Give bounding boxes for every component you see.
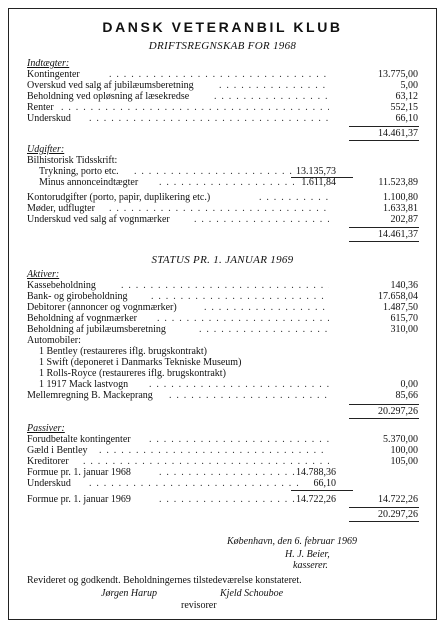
indtaegt-row: Renter . . . . . . . . . . . . . . . . .… <box>27 102 418 113</box>
aktiv-row: Beholdning af vognmærker . . . . . . . .… <box>27 313 418 324</box>
indtaegt-row: Beholdning ved opløsning af læsekredse .… <box>27 91 418 102</box>
auditor-name: Jørgen Harup <box>101 588 158 599</box>
club-title: DANSK VETERANBIL KLUB <box>102 19 343 35</box>
aktiv-row: Beholdning af jubilæumsberetning . . . .… <box>27 324 418 335</box>
passiv-row: Formue pr. 1. januar 1969 . . . . . . . … <box>27 494 418 505</box>
udgift-row: Underskud ved salg af vognmærker . . . .… <box>27 214 418 225</box>
rule <box>349 521 419 522</box>
indtaegt-row: Overskud ved salg af jubilæumsberetning … <box>27 80 418 91</box>
regnskab-heading: DRIFTSREGNSKAB FOR 1968 <box>148 40 297 52</box>
aktiver-label: Aktiver: <box>27 269 60 280</box>
rule <box>349 140 419 141</box>
rule <box>349 126 419 127</box>
rule <box>349 227 419 228</box>
passiv-row: Gæld i Bentley . . . . . . . . . . . . .… <box>27 445 418 456</box>
indtaegter-total: 14.461,37 <box>378 128 418 139</box>
udgifter-total: 14.461,37 <box>378 229 418 240</box>
udgift-row: Minus annonceindtægter . . . . . . . . .… <box>39 177 418 188</box>
car-item: 1 Bentley (restaureres iflg. brugskontra… <box>39 346 208 357</box>
passiver-total: 20.297,26 <box>378 509 418 520</box>
aktiv-row: Debitorer (annoncer og vognmærker) . . .… <box>27 302 418 313</box>
udgift-row: Møder, udflugter . . . . . . . . . . . .… <box>27 203 418 214</box>
passiver-label: Passiver: <box>27 423 65 434</box>
approval-text: Revideret og godkendt. Beholdningernes t… <box>27 575 302 586</box>
rule <box>349 507 419 508</box>
automobiler-label: Automobiler: <box>27 335 81 346</box>
passiv-row: Formue pr. 1. januar 1968 . . . . . . . … <box>27 467 336 478</box>
car-item: 1 Swift (deponeret i Danmarks Tekniske M… <box>39 357 242 368</box>
indtaegter-label: Indtægter: <box>27 58 70 69</box>
place-date: København, den 6. februar 1969 <box>227 536 357 547</box>
rule <box>349 418 419 419</box>
aktiver-total: 20.297,26 <box>378 406 418 417</box>
udgift-row: Trykning, porto etc. . . . . . . . . . .… <box>39 166 336 177</box>
aktiv-row: Bank- og girobeholdning . . . . . . . . … <box>27 291 418 302</box>
passiv-row: Forudbetalte kontingenter . . . . . . . … <box>27 434 418 445</box>
signer-name: H. J. Beier, <box>285 549 330 560</box>
aktiv-row: Mellemregning B. Mackeprang . . . . . . … <box>27 390 418 401</box>
passiv-row: Kreditorer . . . . . . . . . . . . . . .… <box>27 456 418 467</box>
rule <box>291 490 353 491</box>
passiv-row: Underskud . . . . . . . . . . . . . . . … <box>27 478 336 489</box>
aktiv-row: 1 1917 Mack lastvogn . . . . . . . . . .… <box>39 379 418 390</box>
signer-role: kasserer. <box>293 560 328 571</box>
indtaegt-row: Underskud . . . . . . . . . . . . . . . … <box>27 113 418 124</box>
rule <box>349 404 419 405</box>
udgift-row: Kontorudgifter (porto, papir, duplikerin… <box>27 192 418 203</box>
aktiv-row: Kassebeholdning . . . . . . . . . . . . … <box>27 280 418 291</box>
auditors-role: revisorer <box>181 600 217 611</box>
status-heading: STATUS PR. 1. JANUAR 1969 <box>151 254 294 266</box>
document-page: DANSK VETERANBIL KLUB DRIFTSREGNSKAB FOR… <box>8 8 437 620</box>
auditor-name: Kjeld Schouboe <box>220 588 284 599</box>
rule <box>291 177 353 178</box>
indtaegt-row: Kontingenter . . . . . . . . . . . . . .… <box>27 69 418 80</box>
car-item: 1 Rolls-Royce (restaureres iflg. brugsko… <box>39 368 226 379</box>
rule <box>349 241 419 242</box>
udgifter-label: Udgifter: <box>27 144 65 155</box>
tidsskrift-label: Bilhistorisk Tidsskrift: <box>27 155 118 166</box>
